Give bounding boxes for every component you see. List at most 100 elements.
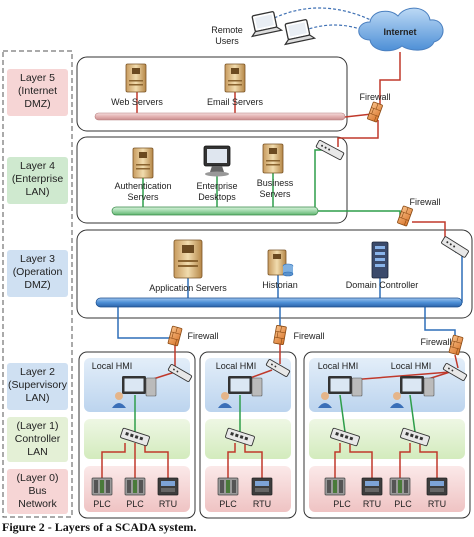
- historian-label: Historian: [262, 280, 298, 290]
- application-servers-label: Application Servers: [149, 283, 227, 293]
- layer3-network-bus: [95, 297, 463, 308]
- svg-text:Layer 4: Layer 4: [20, 160, 55, 172]
- svg-text:(Layer 1): (Layer 1): [16, 420, 58, 432]
- firewall-site2-label: Firewall: [293, 331, 324, 341]
- site1-plc-1-label: PLC: [93, 499, 111, 509]
- site2-switch-icon: [225, 427, 255, 447]
- firewall-site3-icon: [448, 334, 464, 356]
- svg-text:(Operation: (Operation: [13, 266, 63, 278]
- site3-switch-2-icon: [400, 427, 430, 447]
- layer5-network-bus: [94, 112, 346, 121]
- firewall-layer4-icon: [397, 205, 413, 227]
- layer-4-label: Layer 4 (Enterprise LAN): [7, 157, 68, 204]
- remote-users-label-line1: Remote: [211, 25, 243, 35]
- router-site2-icon: [265, 359, 291, 377]
- svg-text:(Internet: (Internet: [18, 85, 57, 97]
- svg-text:Controller: Controller: [15, 433, 61, 445]
- site3-plc-1-label: PLC: [333, 499, 351, 509]
- site2-plc-icon: [217, 477, 239, 496]
- auth-servers-label-line2: Servers: [127, 192, 159, 202]
- site2-local-hmi-label: Local HMI: [216, 361, 257, 371]
- site2-hmi-workstation-icon: [218, 376, 263, 408]
- router-layer4-icon: [315, 139, 345, 161]
- svg-text:DMZ): DMZ): [24, 279, 50, 291]
- svg-text:DMZ): DMZ): [24, 98, 50, 110]
- business-server-icon: [262, 143, 284, 174]
- domain-controller-label: Domain Controller: [346, 280, 419, 290]
- site3-rtu-2-label: RTU: [428, 499, 446, 509]
- remote-users-label-line2: Users: [215, 36, 239, 46]
- remote-link-arc-2: [299, 24, 369, 33]
- authentication-server-icon: [132, 147, 154, 179]
- remote-link-arc: [269, 7, 376, 23]
- site3-plc-2-label: PLC: [394, 499, 412, 509]
- email-server-icon: [224, 63, 246, 93]
- svg-text:(Enterprise: (Enterprise: [12, 173, 64, 185]
- svg-text:Bus: Bus: [28, 485, 46, 497]
- enterprise-desktops-label-line2: Desktops: [198, 192, 236, 202]
- internet-label: Internet: [383, 27, 416, 37]
- site3-local-hmi-1-label: Local HMI: [318, 361, 359, 371]
- site1-switch-icon: [120, 427, 150, 447]
- firewall-layer5-icon: [367, 101, 383, 123]
- site2-rtu-label: RTU: [253, 499, 271, 509]
- site1-rtu-icon: [157, 477, 179, 496]
- site3-supervisory-zone: [309, 358, 465, 412]
- site3-rtu-1-icon: [361, 477, 383, 496]
- enterprise-desktop-icon: [203, 145, 231, 177]
- firewall-layer4-label: Firewall: [409, 197, 440, 207]
- site3-switch-1-icon: [330, 427, 360, 447]
- router-site3-icon: [442, 363, 468, 381]
- firewall-site3-label: Firewall: [420, 337, 451, 347]
- svg-text:(Supervisory: (Supervisory: [8, 379, 68, 391]
- domain-controller-icon: [371, 241, 389, 279]
- business-servers-label-line2: Servers: [259, 189, 291, 199]
- layer-5-label: Layer 5 (Internet DMZ): [7, 69, 68, 116]
- site1-local-hmi-label: Local HMI: [92, 361, 133, 371]
- router-site1-icon: [167, 364, 193, 382]
- business-servers-label-line1: Business: [257, 178, 294, 188]
- internet-cloud-icon: [358, 7, 444, 52]
- firewall-site2-icon: [273, 325, 287, 345]
- firewall-layer5-label: Firewall: [359, 92, 390, 102]
- router-layer3-icon: [441, 236, 469, 258]
- svg-text:Layer 2: Layer 2: [20, 366, 55, 378]
- svg-text:LAN): LAN): [26, 392, 50, 404]
- site1-plc-1-icon: [91, 477, 113, 496]
- field-devices: [91, 477, 448, 496]
- firewall-site1-icon: [167, 325, 183, 347]
- site3-rtu-2-icon: [426, 477, 448, 496]
- web-servers-label: Web Servers: [111, 97, 163, 107]
- site1-rtu-label: RTU: [159, 499, 177, 509]
- site3-hmi-workstation-2-icon: [390, 376, 435, 408]
- svg-text:LAN: LAN: [27, 446, 47, 458]
- site1-plc-2-label: PLC: [126, 499, 144, 509]
- web-server-icon: [125, 63, 147, 93]
- layer4-network-bus: [111, 206, 319, 216]
- site1-hmi-workstation-icon: [112, 376, 157, 408]
- auth-servers-label-line1: Authentication: [114, 181, 171, 191]
- site2-bus-zone: [205, 466, 291, 512]
- figure-caption: Figure 2 - Layers of a SCADA system.: [2, 520, 196, 534]
- site3-plc-1-icon: [324, 477, 346, 496]
- layer-column-frame: [2, 50, 73, 518]
- site1-plc-2-icon: [124, 477, 146, 496]
- site3-local-hmi-2-label: Local HMI: [391, 361, 432, 371]
- historian-server-icon: [267, 249, 294, 277]
- remote-users-laptops-icon: [250, 11, 317, 46]
- layer-1-label: (Layer 1) Controller LAN: [7, 417, 68, 462]
- site3-bus-zone: [309, 466, 465, 512]
- svg-text:Network: Network: [18, 498, 57, 510]
- enterprise-desktops-label-line1: Enterprise: [196, 181, 237, 191]
- application-server-icon: [173, 239, 203, 279]
- firewall-site1-label: Firewall: [187, 331, 218, 341]
- email-servers-label: Email Servers: [207, 97, 264, 107]
- svg-text:Layer 3: Layer 3: [20, 253, 55, 265]
- site3-controller-zone: [309, 419, 465, 459]
- site3-rtu-1-label: RTU: [363, 499, 381, 509]
- site3-hmi-workstation-1-icon: [318, 376, 363, 408]
- site2-plc-label: PLC: [219, 499, 237, 509]
- site2-rtu-icon: [251, 477, 273, 496]
- svg-text:Layer 5: Layer 5: [20, 72, 55, 84]
